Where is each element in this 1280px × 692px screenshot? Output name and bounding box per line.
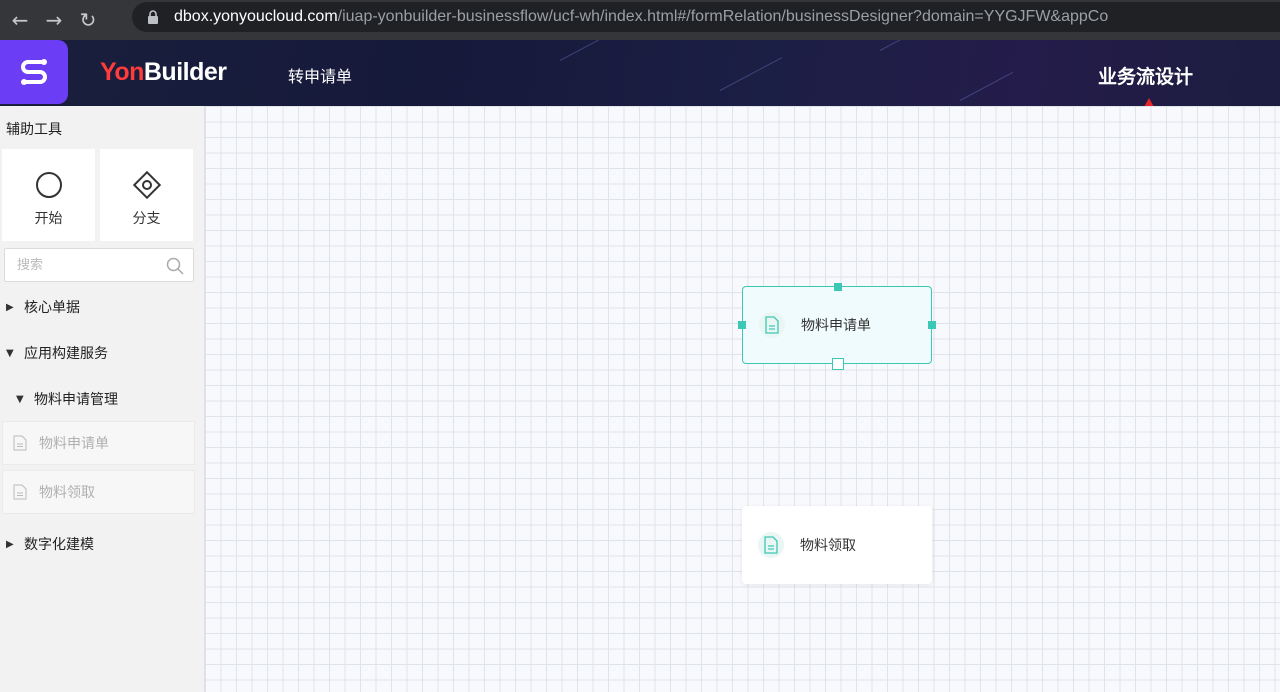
tree-item-label: 核心单据 <box>24 300 80 316</box>
search-box <box>4 248 194 282</box>
app-header: YonBuilder 转申请单 业务流设计 <box>0 40 1280 106</box>
diamond-branch-icon <box>132 170 161 200</box>
tree-leaf-label: 物料领取 <box>39 485 95 501</box>
caret-down-icon: ▼ <box>6 347 14 359</box>
tree-leaf-label: 物料申请单 <box>39 436 109 452</box>
url-host: dbox.yonyoucloud.com <box>174 8 338 25</box>
designer-title: 业务流设计 <box>1098 66 1194 88</box>
connector-handle-bottom[interactable] <box>832 358 844 370</box>
document-icon <box>765 316 779 334</box>
tools-section-title: 辅助工具 <box>6 122 62 138</box>
flow-node-material-pickup[interactable]: 物料领取 <box>742 506 932 584</box>
sidebar: 辅助工具 开始 分支 ▶ 核心单据 ▼ 应用构建服务 ▼ 物料申请管理 <box>0 106 205 692</box>
search-input[interactable] <box>5 249 161 281</box>
browser-toolbar: ← → ↻ dbox.yonyoucloud.com/iuap-yonbuild… <box>0 0 1280 40</box>
tree-item-digital-modeling[interactable]: ▶ 数字化建模 <box>6 534 94 554</box>
url-path: /iuap-yonbuilder-businessflow/ucf-wh/ind… <box>337 8 1109 25</box>
app-logo[interactable] <box>0 40 68 104</box>
tool-label: 分支 <box>132 211 161 227</box>
design-canvas[interactable]: 物料申请单 物料领取 <box>205 106 1280 692</box>
back-arrow-icon[interactable]: ← <box>11 8 29 32</box>
tree-item-label: 应用构建服务 <box>24 346 108 362</box>
circle-icon <box>35 172 62 198</box>
tree-item-app-build-service[interactable]: ▼ 应用构建服务 <box>6 343 108 363</box>
tree-item-material-request-mgmt[interactable]: ▼ 物料申请管理 <box>16 389 118 409</box>
tool-start[interactable]: 开始 <box>2 149 95 241</box>
reload-icon[interactable]: ↻ <box>79 8 97 32</box>
tree-leaf-material-request-form[interactable]: 物料申请单 <box>2 421 195 465</box>
caret-down-icon: ▼ <box>16 393 24 405</box>
tool-branch[interactable]: 分支 <box>100 149 193 241</box>
caret-right-icon: ▶ <box>6 538 14 550</box>
tree-leaf-material-pickup[interactable]: 物料领取 <box>2 470 195 514</box>
document-icon <box>13 435 27 451</box>
page-title: 转申请单 <box>288 67 353 86</box>
search-icon[interactable] <box>165 256 185 276</box>
tool-label: 开始 <box>34 211 63 227</box>
brand-logo: YonBuilder <box>100 58 227 86</box>
tree-item-core-docs[interactable]: ▶ 核心单据 <box>6 297 80 317</box>
document-icon <box>13 484 27 500</box>
node-icon <box>759 312 785 338</box>
tree-item-label: 物料申请管理 <box>34 392 118 408</box>
s-logo-icon <box>21 59 47 85</box>
tree-item-label: 数字化建模 <box>24 537 94 553</box>
node-label: 物料领取 <box>800 538 856 554</box>
connector-handle-left[interactable] <box>738 321 746 329</box>
node-icon <box>758 532 784 558</box>
connector-handle-right[interactable] <box>928 321 936 329</box>
connector-handle-top[interactable] <box>834 283 842 291</box>
lock-icon <box>148 10 158 24</box>
forward-arrow-icon[interactable]: → <box>45 8 63 32</box>
node-label: 物料申请单 <box>801 318 871 334</box>
document-icon <box>764 536 778 554</box>
address-bar[interactable]: dbox.yonyoucloud.com/iuap-yonbuilder-bus… <box>132 2 1280 32</box>
caret-right-icon: ▶ <box>6 301 14 313</box>
flow-node-material-request[interactable]: 物料申请单 <box>738 283 936 370</box>
active-indicator <box>1142 98 1156 106</box>
